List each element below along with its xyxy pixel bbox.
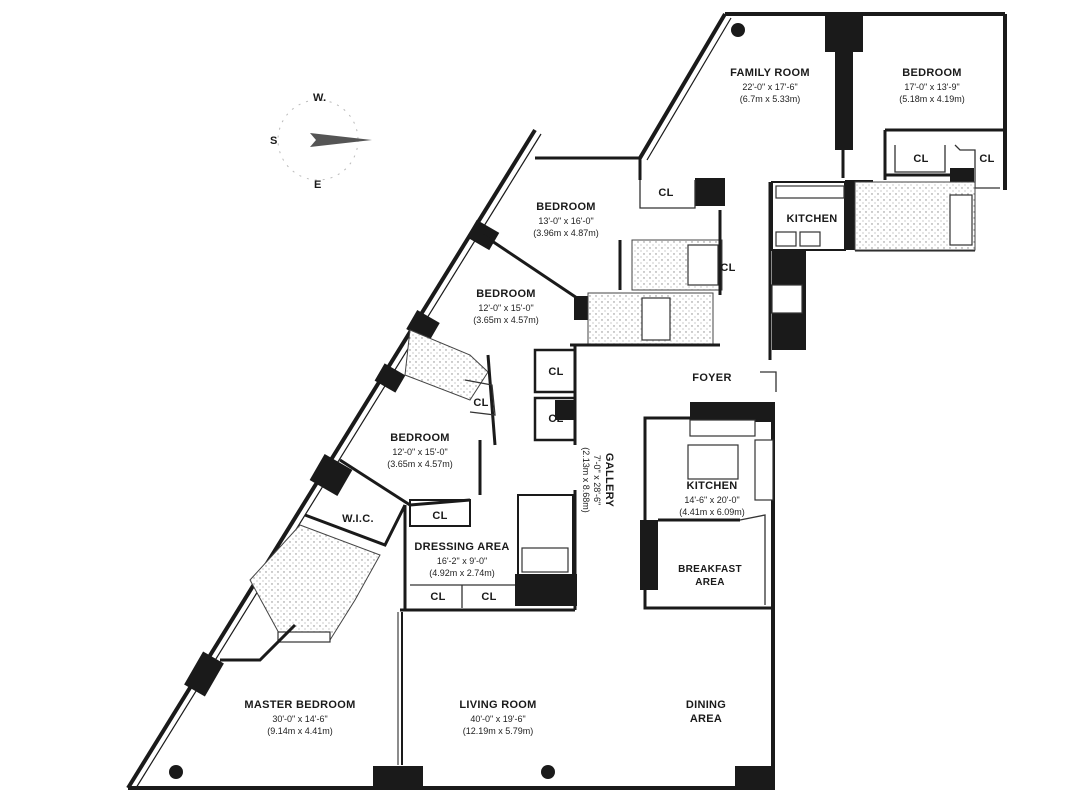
closet-label: CL [979,153,994,165]
compass-south: S [270,135,278,147]
compass-arrow-icon [310,133,372,147]
foyer-name: FOYER [692,372,731,384]
bedroom-3-dim: 12'-0" x 15'-0" [392,447,447,457]
kitchen-dim: 14'-6" x 20'-0" [684,495,739,505]
closet-label: CL [430,591,445,603]
bedroom-ne-name: BEDROOM [902,67,962,79]
closet-label: CL [473,397,488,409]
bedroom-ne-metric: (5.18m x 4.19m) [899,94,965,104]
gallery-name: GALLERY [603,453,615,508]
closet-label: CL [432,510,447,522]
master-metric: (9.14m x 4.41m) [267,726,333,736]
closet-label: CL [658,187,673,199]
room-labels: FAMILY ROOM 22'-0" x 17'-6" (6.7m x 5.33… [244,67,994,736]
interior-walls [220,128,1005,765]
closet-label: CL [548,366,563,378]
kitchen-small-name: KITCHEN [787,213,838,225]
kitchen-name: KITCHEN [687,480,738,492]
bedroom-1-dim: 13'-0" x 16'-0" [538,216,593,226]
compass: W. S E [270,92,372,191]
gallery-metric: (2.13m x 8.68m) [581,447,591,513]
breakfast-name: BREAKFAST [678,564,742,575]
closet-label: CL [481,591,496,603]
structural-columns [169,12,974,790]
dining-name: DINING [686,699,726,711]
bedroom-2-name: BEDROOM [476,288,536,300]
compass-east: E [314,179,322,191]
bedroom-2-metric: (3.65m x 4.57m) [473,315,539,325]
bedroom-ne-dim: 17'-0" x 13'-9" [904,82,959,92]
master-dim: 30'-0" x 14'-6" [272,714,327,724]
compass-west: W. [313,92,326,104]
kitchen-metric: (4.41m x 6.09m) [679,507,745,517]
breakfast-name2: AREA [695,577,725,588]
master-name: MASTER BEDROOM [244,699,355,711]
family-room-dim: 22'-0" x 17'-6" [742,82,797,92]
closet-label: CL [913,153,928,165]
gallery-label: GALLERY 7'-0" x 28'-6" (2.13m x 8.68m) [581,447,615,513]
living-name: LIVING ROOM [459,699,536,711]
family-room-name: FAMILY ROOM [730,67,810,79]
living-metric: (12.19m x 5.79m) [463,726,534,736]
wic-name: W.I.C. [342,513,374,525]
closet-label: CL [548,413,563,425]
dressing-metric: (4.92m x 2.74m) [429,568,495,578]
gallery-dim: 7'-0" x 28'-6" [592,455,602,505]
family-room-metric: (6.7m x 5.33m) [740,94,801,104]
closet-label: CL [720,262,735,274]
bedroom-3-name: BEDROOM [390,432,450,444]
living-dim: 40'-0" x 19'-6" [470,714,525,724]
bedroom-1-metric: (3.96m x 4.87m) [533,228,599,238]
dining-name2: AREA [690,713,722,725]
dressing-dim: 16'-2" x 9'-0" [437,556,487,566]
dressing-name: DRESSING AREA [414,541,509,553]
bedroom-1-name: BEDROOM [536,201,596,213]
bedroom-3-metric: (3.65m x 4.57m) [387,459,453,469]
bedroom-2-dim: 12'-0" x 15'-0" [478,303,533,313]
